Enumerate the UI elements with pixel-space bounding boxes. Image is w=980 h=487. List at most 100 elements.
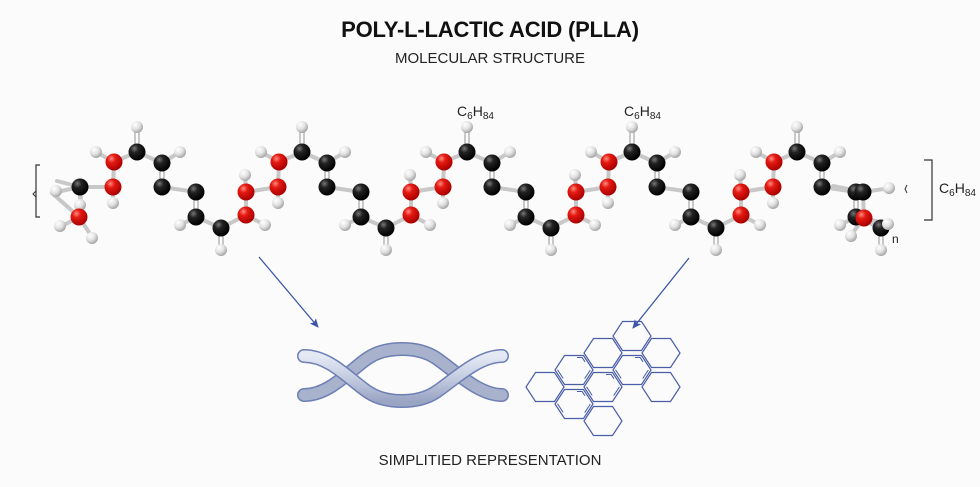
carbon-atom (648, 154, 666, 172)
hydrogen-atom (90, 146, 102, 158)
carbon-atom (682, 208, 700, 226)
hydrogen-atom (834, 146, 846, 158)
carbon-atom (128, 143, 146, 161)
hydrogen-atom (545, 244, 557, 256)
right-brace-tip (904, 184, 908, 194)
hexagon-ring (583, 337, 623, 369)
hydrogen-atom (845, 230, 857, 242)
oxygen-atom (855, 209, 873, 227)
formula-label-right: C6H84 (939, 180, 976, 199)
oxygen-atom (70, 208, 88, 226)
carbon-atom (71, 178, 89, 196)
hydrogen-atom (569, 169, 581, 181)
hydrogen-atom (585, 146, 597, 158)
left-bracket-icon (35, 164, 40, 218)
oxygen-atom (435, 153, 453, 171)
oxygen-atom (732, 183, 750, 201)
carbon-atom (707, 219, 725, 237)
hexagon-ring (557, 391, 591, 417)
hydrogen-atom (131, 121, 143, 133)
carbon-atom (318, 154, 336, 172)
hydrogen-atom (74, 199, 86, 211)
carbon-atom (517, 183, 535, 201)
oxygen-atom (765, 153, 783, 171)
hydrogen-atom (882, 218, 894, 230)
hydrogen-atom (504, 146, 516, 158)
hexagon-ring (641, 337, 681, 369)
hexagon-ring (612, 320, 652, 352)
oxygen-atom (237, 183, 255, 201)
oxygen-atom (270, 153, 288, 171)
hexagon-ring (583, 405, 623, 437)
formula-label-top-1: C6H84 (457, 103, 494, 122)
carbon-atom (318, 178, 336, 196)
hydrogen-atom (875, 244, 887, 256)
hydrogen-atom (339, 219, 351, 231)
oxygen-atom (105, 153, 123, 171)
hydrogen-atom (259, 219, 271, 231)
carbon-atom (352, 183, 370, 201)
carbon-atom (293, 143, 311, 161)
hydrogen-atom (602, 197, 614, 209)
hexagon-ring (554, 388, 594, 420)
oxygen-atom (269, 178, 287, 196)
hexagon-ring (586, 374, 620, 400)
carbon-atom (854, 183, 872, 201)
hydrogen-atom (215, 244, 227, 256)
carbon-atom (788, 143, 806, 161)
formula-label-top-2: C6H84 (624, 103, 661, 122)
hydrogen-atom (461, 121, 473, 133)
carbon-atom (483, 154, 501, 172)
hydrogen-atom (50, 185, 62, 197)
carbon-atom (517, 208, 535, 226)
hydrogen-atom (626, 121, 638, 133)
hydrogen-atom (710, 244, 722, 256)
oxygen-atom (402, 183, 420, 201)
hydrogen-atom (255, 146, 267, 158)
oxygen-atom (599, 178, 617, 196)
oxygen-atom (567, 183, 585, 201)
hydrogen-atom (504, 219, 516, 231)
hydrogen-atom (669, 219, 681, 231)
hydrogen-atom (669, 146, 681, 158)
hydrogen-atom (272, 197, 284, 209)
carbon-atom (542, 219, 560, 237)
carbon-atom (187, 208, 205, 226)
carbon-atom (648, 178, 666, 196)
hydrogen-atom (750, 146, 762, 158)
carbon-atom (623, 143, 641, 161)
hexagon-ring (557, 357, 591, 383)
hydrogen-atom (86, 232, 98, 244)
oxygen-atom (764, 178, 782, 196)
hydrogen-atom (834, 219, 846, 231)
carbon-atom (352, 208, 370, 226)
hydrogen-atom (404, 169, 416, 181)
arrow-to-lattice (632, 257, 690, 329)
oxygen-atom (567, 206, 585, 224)
arrow-to-strands (258, 256, 319, 328)
hydrogen-atom (734, 169, 746, 181)
oxygen-atom (402, 206, 420, 224)
hydrogen-atom (791, 121, 803, 133)
hydrogen-atom (107, 197, 119, 209)
right-bracket-icon (924, 159, 933, 221)
carbon-atom (377, 219, 395, 237)
carbon-atom (813, 154, 831, 172)
hydrogen-atom (437, 197, 449, 209)
hydrogen-atom (420, 146, 432, 158)
carbon-atom (153, 154, 171, 172)
hexagon-ring (612, 354, 652, 386)
oxygen-atom (104, 178, 122, 196)
oxygen-atom (237, 206, 255, 224)
oxygen-atom (434, 178, 452, 196)
hexagonal-lattice-icon (525, 320, 681, 437)
hydrogen-atom (380, 244, 392, 256)
hydrogen-atom (239, 169, 251, 181)
hydrogen-atom (883, 182, 895, 194)
hexagon-ring (615, 357, 649, 383)
repeat-index-n: n (892, 232, 899, 246)
hydrogen-atom (754, 219, 766, 231)
diagram-subtitle: MOLECULAR STRUCTURE (394, 50, 586, 67)
oxygen-atom (600, 153, 618, 171)
